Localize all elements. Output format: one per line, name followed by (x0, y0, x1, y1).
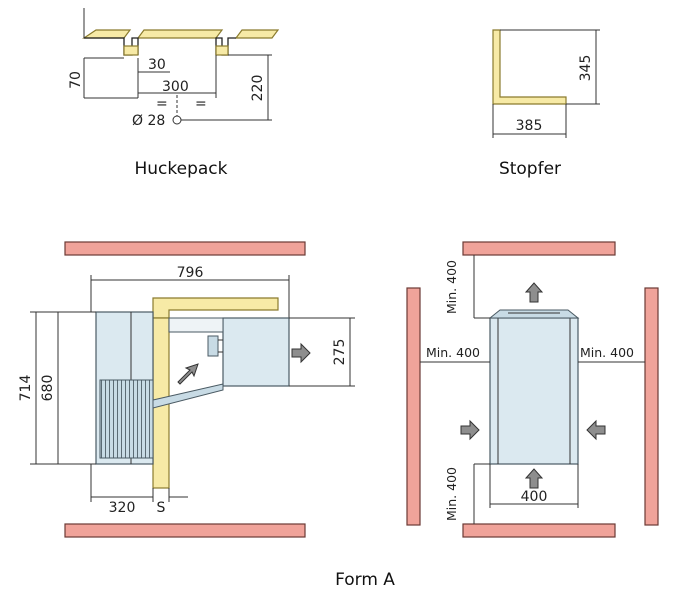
dim-min-top: Min. 400 (444, 260, 459, 314)
dim-min-left: Min. 400 (426, 345, 480, 360)
caption-stopfer: Stopfer (499, 159, 561, 179)
dim-70: 70 (68, 71, 84, 89)
caption-form: Form A (335, 570, 395, 590)
dim-345: 345 (578, 55, 594, 82)
top-view-unit-lid (488, 309, 580, 319)
dim-s: S (157, 500, 166, 516)
top-view-unit (489, 317, 579, 465)
dim-300: 300 (162, 79, 189, 95)
stopfer-insulation (492, 29, 567, 105)
airflow-arrow-left-in (586, 419, 606, 441)
fan-bracket (207, 335, 219, 357)
huckepack-insulation-right (234, 29, 280, 39)
side-insulation-top (152, 297, 279, 319)
top-wall-left (406, 287, 421, 526)
dim-220: 220 (250, 75, 266, 102)
dim-30: 30 (148, 57, 166, 73)
dim-275: 275 (332, 339, 348, 366)
drain-hole-icon (172, 115, 182, 125)
stopfer-drawing: 345 385 (492, 29, 600, 138)
airflow-arrow-diagonal (177, 363, 199, 385)
dim-320: 320 (109, 500, 136, 516)
huckepack-step-right (215, 45, 229, 56)
dim-diameter: Ø 28 (132, 113, 165, 129)
caption-huckepack: Huckepack (134, 159, 227, 179)
huckepack-step-left (123, 45, 139, 56)
huckepack-insulation-mid (136, 29, 224, 39)
equal-mark-left: = (156, 96, 168, 112)
side-wall-top (64, 241, 306, 256)
dim-400: 400 (521, 489, 548, 505)
dim-min-right: Min. 400 (580, 345, 634, 360)
huckepack-drawing: 70 30 300 = = Ø 28 220 (68, 8, 280, 129)
airflow-arrow-right-in (460, 419, 480, 441)
top-wall-bottom (462, 523, 616, 538)
airflow-arrow-up-top (524, 282, 544, 303)
top-view-drawing: Min. 400 Min. 400 Min. 400 Min. 400 400 (406, 241, 659, 538)
evaporator-unit (222, 317, 290, 387)
airflow-arrow-up-bottom (524, 468, 544, 489)
side-wall-bottom (64, 523, 306, 538)
connector-plate (152, 383, 224, 409)
equal-mark-right: = (195, 96, 207, 112)
huckepack-insulation-left (82, 29, 132, 39)
condenser-grille (99, 379, 154, 459)
ceiling-channel (168, 317, 224, 333)
dim-796: 796 (177, 265, 204, 281)
top-wall-top (462, 241, 616, 256)
dim-680: 680 (40, 375, 56, 402)
top-wall-right (644, 287, 659, 526)
huckepack-profile (84, 37, 236, 56)
dim-min-bottom: Min. 400 (444, 467, 459, 521)
dim-714: 714 (18, 375, 34, 402)
dim-385: 385 (516, 118, 543, 134)
side-view-drawing: 796 275 714 680 (18, 241, 355, 538)
airflow-arrow-right (291, 342, 311, 364)
